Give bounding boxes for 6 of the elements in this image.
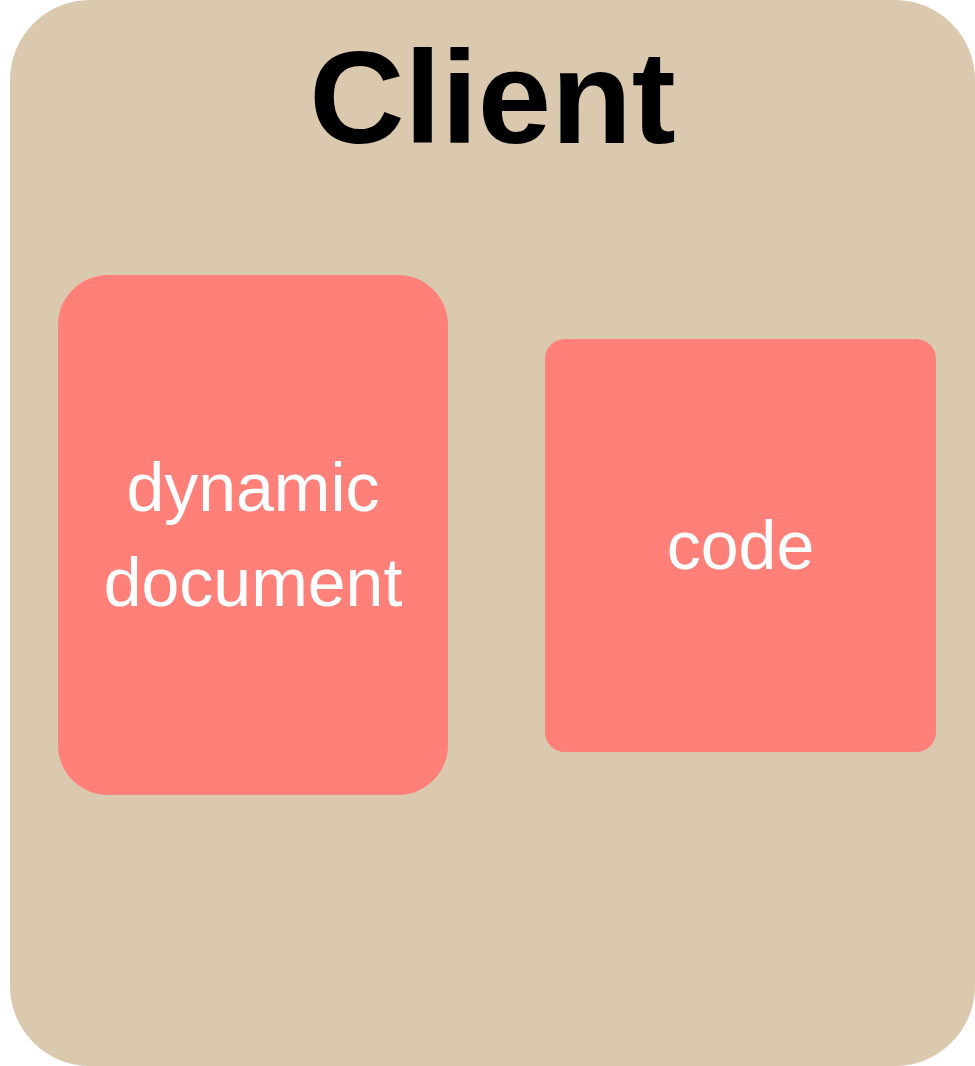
component-label: dynamic document xyxy=(102,447,404,622)
container-box xyxy=(10,0,975,1066)
component-box xyxy=(58,275,448,795)
component-label: code xyxy=(666,505,815,585)
container-heading: Client xyxy=(309,25,676,171)
component-box xyxy=(545,339,936,752)
